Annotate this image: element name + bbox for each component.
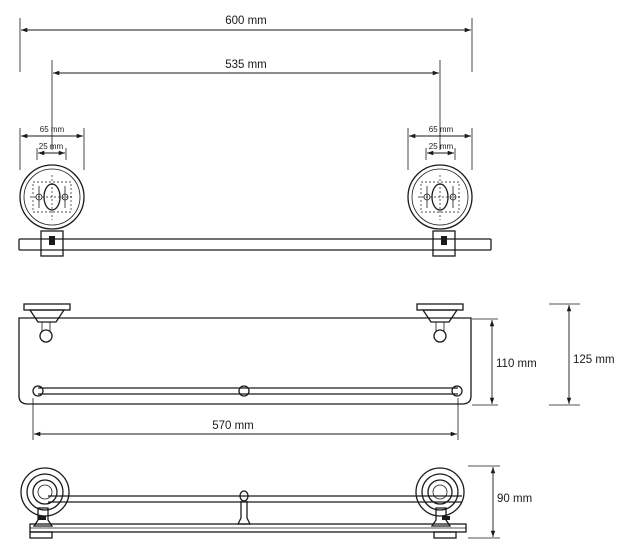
side-view	[20, 467, 467, 539]
dimension-mount-spacing: 535 mm	[51, 59, 441, 150]
front-view-shelf	[18, 303, 472, 405]
dimension-shelf-depth: 110 mm	[472, 318, 537, 406]
label-bracket-inner-left: 25 mm	[39, 142, 64, 151]
dimension-glass-length: 570 mm	[32, 398, 459, 440]
dimension-overall-depth: 125 mm	[549, 303, 615, 406]
left-bracket-top-view: 65 mm 25 mm	[19, 125, 85, 230]
right-bracket-top-view: 65 mm 25 mm	[407, 125, 473, 230]
dimension-overall-width: 600 mm	[19, 15, 473, 72]
label-bracket-outer-right: 65 mm	[429, 125, 454, 134]
top-view-rail	[18, 230, 492, 257]
label-height: 90 mm	[497, 493, 532, 505]
label-bracket-inner-right: 25 mm	[429, 142, 454, 151]
dimension-height: 90 mm	[468, 465, 532, 539]
label-bracket-outer-left: 65 mm	[40, 125, 65, 134]
label-glass-length: 570 mm	[212, 420, 254, 432]
label-shelf-depth: 110 mm	[496, 358, 537, 370]
label-overall-width: 600 mm	[225, 15, 267, 27]
label-overall-depth: 125 mm	[573, 354, 615, 366]
label-mount-spacing: 535 mm	[225, 59, 267, 71]
